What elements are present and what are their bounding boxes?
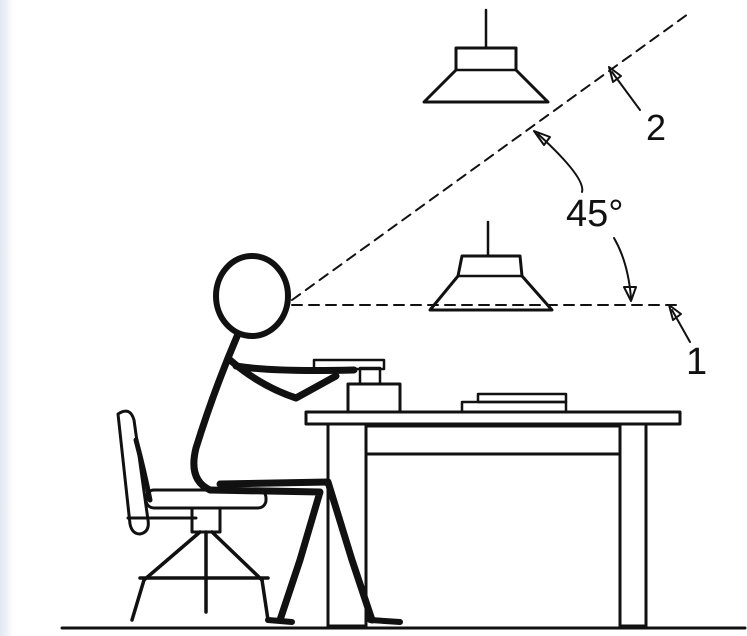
- zone-1-leader: [668, 304, 691, 343]
- angle-label: 45°: [566, 193, 623, 235]
- person-head: [213, 253, 291, 339]
- zone-2-label: 2: [646, 107, 666, 148]
- diagonal-sight-line-45: [291, 13, 689, 301]
- lower-pendant-lamp: [428, 220, 554, 312]
- zone-1-label: 1: [686, 341, 707, 383]
- left-edge-tint: [0, 0, 14, 636]
- zone-2-leader: [608, 66, 641, 111]
- upper-pendant-lamp: [422, 8, 550, 104]
- angle-arc: [533, 130, 637, 302]
- papers-on-desk: [460, 392, 568, 414]
- chair: [116, 409, 270, 622]
- seated-person: [190, 253, 403, 625]
